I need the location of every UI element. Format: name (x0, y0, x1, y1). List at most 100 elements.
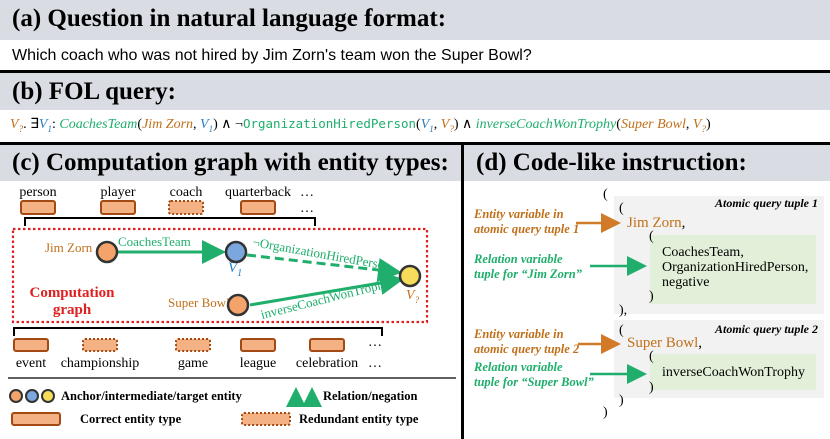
code-close-paren: ) (603, 405, 608, 420)
computation-graph-box (11, 227, 429, 324)
type-box-event (13, 338, 49, 352)
section-c-header: (c) Computation graph with entity types: (0, 145, 461, 181)
section-c-title: (c) Computation graph with entity types: (12, 149, 449, 176)
legend-target-dot (41, 389, 55, 403)
edge-inverse (249, 271, 404, 307)
bottom-type-game: game (178, 356, 208, 371)
section-b-header: (b) FOL query: (0, 73, 830, 110)
tuple2-relations-box (650, 354, 816, 390)
type-box-player (100, 200, 136, 215)
tuple1-close: ), (619, 303, 627, 318)
question-text: Which coach who was not hired by Jim Zor… (12, 47, 532, 64)
tuple1-entity: Jim Zorn, (627, 215, 685, 231)
ann-entity1-line1: Entity variable in (473, 207, 564, 221)
bottom-brace (13, 327, 383, 336)
tuple2-close: ) (619, 393, 624, 408)
node-target (398, 264, 422, 288)
section-a-header: (a) Question in natural language format: (0, 0, 830, 40)
ann-rel2-line1: Relation variable (473, 360, 563, 374)
bottom-dots: … (368, 335, 382, 350)
edge-inverse-label: inverseCoachWonTrophy (259, 275, 392, 322)
tuple1-open: ( (619, 201, 624, 216)
tuple1-rel-2: negative (662, 275, 709, 290)
top-type-person: person (19, 185, 56, 200)
edge-negation-label: ¬OrganizationHiredPerson (251, 234, 392, 273)
fol-and2: ∧ (458, 117, 476, 132)
type-box-league (240, 338, 276, 352)
type-box-championship-redundant (82, 338, 118, 352)
tuple2-open: ( (619, 323, 624, 338)
top-type-player: player (101, 185, 136, 200)
legend-relation-text: Relation/negation (323, 389, 417, 403)
top-type-more: … (300, 185, 314, 200)
bottom-type-league: league (240, 356, 277, 371)
top-type-coach: coach (170, 185, 203, 200)
section-a-title: (a) Question in natural language format: (12, 5, 447, 32)
node-intermediate (224, 240, 248, 264)
tuple1-label: Atomic query tuple 1 (714, 196, 818, 210)
ann-entity2-line2: atomic query tuple 2 (474, 342, 579, 356)
fol-rel3-target: V? (692, 117, 706, 134)
fol-rel3: inverseCoachWonTrophy (475, 117, 617, 132)
type-box-game-redundant (175, 338, 211, 352)
type-box-celebration (309, 338, 345, 352)
legend-correct-text: Correct entity type (80, 412, 182, 426)
tuple2-rel-0: inverseCoachWonTrophy (662, 365, 805, 380)
fol-colon: : (51, 117, 60, 132)
ann-rel1-line1: Relation variable (473, 252, 563, 266)
anchor1-label: Jim Zorn (45, 240, 93, 255)
fol-var1: V1 (38, 117, 52, 134)
tuple1-rel-open: ( (649, 229, 654, 244)
tuple1-rel-close: ) (649, 289, 654, 304)
tuple2-rel-close: ) (649, 380, 654, 395)
legend-redundant-text: Redundant entity type (299, 412, 419, 426)
target-var-label: V? (406, 288, 420, 305)
edge-negation (246, 253, 402, 282)
fol-target-var: V? (10, 117, 24, 134)
fol-query: V?. ∃V1: CoachesTeam(Jim Zorn, V1) ∧ ¬Or… (10, 116, 711, 134)
ann-entity2-line1: Entity variable in (473, 327, 564, 341)
legend-anchor-dot (9, 389, 23, 403)
section-d-header: (d) Code-like instruction: (464, 145, 830, 181)
fol-and1: ∧ ¬ (217, 117, 243, 132)
fol-rel1: CoachesTeam (59, 117, 138, 132)
node-jim-zorn (95, 240, 119, 264)
divider-b (0, 142, 830, 145)
legend-entity-text: Anchor/intermediate/target entity (61, 389, 243, 403)
top-dots: … (300, 201, 314, 216)
divider-a (0, 70, 830, 73)
type-box-person (20, 200, 56, 215)
fol-anchor1: Jim Zorn (142, 117, 194, 132)
tuple2-label: Atomic query tuple 2 (714, 322, 818, 336)
bottom-type-championship: championship (61, 356, 140, 371)
type-box-quarterback (240, 200, 276, 215)
comp-graph-label-2: graph (53, 302, 92, 318)
section-b-title: (b) FOL query: (12, 78, 176, 105)
fol-rel1-var1: V1 (200, 117, 214, 134)
tuple1-rel-1: OrganizationHiredPerson, (662, 260, 808, 275)
vertical-divider (461, 142, 464, 439)
edge-coachesteam-label: CoachesTeam (118, 234, 191, 249)
tuple1-relations-box (650, 235, 816, 304)
fol-rel2-target: V? (440, 117, 454, 134)
ann-entity1-line2: atomic query tuple 1 (474, 222, 579, 236)
intermediate-var-label: V1 (228, 260, 242, 279)
type-box-coach-redundant (168, 200, 204, 215)
ann-rel2-line2: tuple for “Super Bowl” (474, 375, 595, 389)
ann-rel1-line2: tuple for “Jim Zorn” (474, 267, 583, 281)
tuple2-rel-open: ( (649, 349, 654, 364)
anchor2-label: Super Bowl (168, 295, 230, 310)
code-open-paren: ( (603, 187, 608, 202)
fol-exists: . ∃ (23, 117, 39, 132)
fol-anchor2: Super Bowl (620, 117, 686, 132)
legend-redundant-box (241, 412, 291, 426)
bottom-type-event: event (16, 356, 46, 371)
bottom-type-celebration: celebration (296, 356, 358, 371)
fol-rel2-var1: V1 (420, 117, 434, 134)
section-d-title: (d) Code-like instruction: (476, 149, 747, 176)
legend-intermediate-dot (25, 389, 39, 403)
tuple2-entity: Super Bowl, (627, 335, 702, 351)
top-type-quarterback: quarterback (225, 185, 291, 200)
